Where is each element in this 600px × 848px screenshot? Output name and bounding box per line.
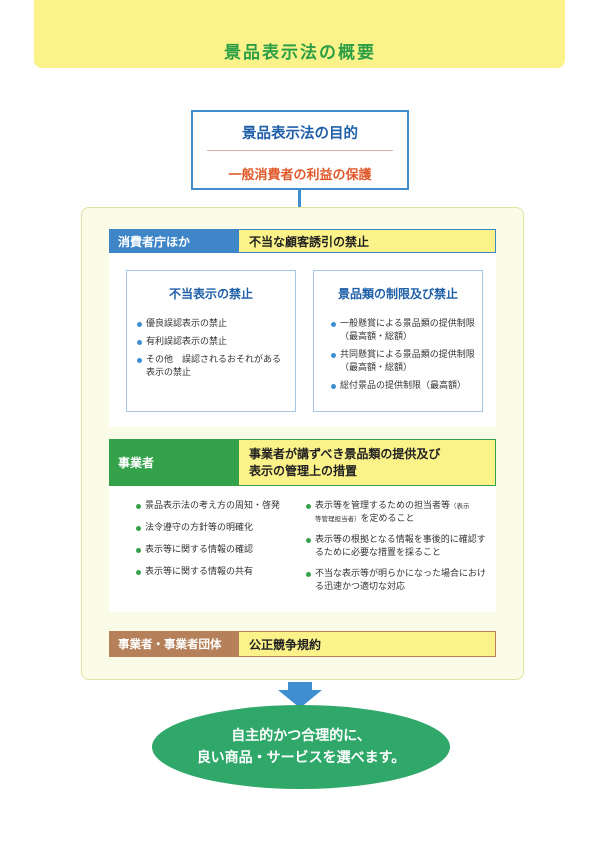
- list-item: 総付景品の提供制限（最高額）: [330, 380, 476, 393]
- connector-line: [298, 190, 301, 207]
- card-title: 不当表示の禁止: [168, 287, 253, 301]
- item-text: 表示等を管理するための担当者等: [315, 501, 451, 511]
- page-title: 景品表示法の概要: [224, 43, 376, 63]
- groups-heading: 公正競争規約: [239, 631, 496, 657]
- outcome-line2: 良い商品・サービスを選べます。: [196, 750, 406, 766]
- business-right-list: 表示等を管理するための担当者等（表示等管理担当者）を定めること 表示等の根拠とな…: [305, 500, 490, 602]
- down-arrow-icon: [278, 682, 322, 708]
- list-item: 表示等に関する情報の共有: [135, 566, 305, 579]
- misleading-list: 優良誤認表示の禁止 有利誤認表示の禁止 その他 誤認されるおそれがある表示の禁止: [136, 318, 284, 385]
- list-item: 一般懸賞による景品類の提供制限（最高額・総額）: [330, 318, 476, 344]
- business-heading: 事業者が講ずべき景品類の提供及び 表示の管理上の措置: [239, 439, 496, 486]
- business-area: [109, 486, 496, 612]
- header-band: [34, 0, 565, 68]
- list-item: 景品表示法の考え方の周知・啓発: [135, 500, 305, 513]
- premium-list: 一般懸賞による景品類の提供制限（最高額・総額） 共同懸賞による景品類の提供制限（…: [330, 318, 476, 398]
- outcome-line1: 自主的かつ合理的に、: [231, 728, 371, 744]
- list-item: 表示等を管理するための担当者等（表示等管理担当者）を定めること: [305, 500, 490, 526]
- list-item: その他 誤認されるおそれがある表示の禁止: [136, 354, 284, 380]
- authority-label: 消費者庁ほか: [109, 229, 239, 253]
- list-item: 共同懸賞による景品類の提供制限（最高額・総額）: [330, 349, 476, 375]
- list-item: 優良誤認表示の禁止: [136, 318, 284, 331]
- list-item: 表示等の根拠となる情報を事後的に確認するために必要な措置を採ること: [305, 534, 490, 560]
- item-text: を定めること: [360, 514, 415, 524]
- purpose-box: 景品表示法の目的 一般消費者の利益の保護: [191, 110, 409, 190]
- purpose-title: 景品表示法の目的: [242, 126, 358, 142]
- item-note: （表示: [450, 502, 470, 510]
- card-premium-restriction: 景品類の制限及び禁止: [313, 270, 483, 412]
- purpose-divider: [207, 150, 393, 151]
- groups-label: 事業者・事業者団体: [109, 631, 239, 657]
- card-title: 景品類の制限及び禁止: [337, 287, 458, 301]
- outcome-ellipse: 自主的かつ合理的に、 良い商品・サービスを選べます。: [152, 705, 450, 789]
- list-item: 有利誤認表示の禁止: [136, 336, 284, 349]
- business-heading-line1: 事業者が講ずべき景品類の提供及び: [249, 446, 441, 461]
- item-note: 等管理担当者）: [315, 515, 361, 523]
- purpose-subtitle: 一般消費者の利益の保護: [228, 168, 372, 183]
- list-item: 表示等に関する情報の確認: [135, 544, 305, 557]
- business-left-list: 景品表示法の考え方の周知・啓発 法令遵守の方針等の明確化 表示等に関する情報の確…: [135, 500, 305, 588]
- business-label: 事業者: [109, 439, 239, 486]
- business-heading-line2: 表示の管理上の措置: [249, 463, 358, 478]
- list-item: 不当な表示等が明らかになった場合における迅速かつ適切な対応: [305, 568, 490, 594]
- list-item: 法令遵守の方針等の明確化: [135, 522, 305, 535]
- card-misleading-representation: 不当表示の禁止: [126, 270, 296, 412]
- authority-heading: 不当な顧客誘引の禁止: [239, 229, 496, 253]
